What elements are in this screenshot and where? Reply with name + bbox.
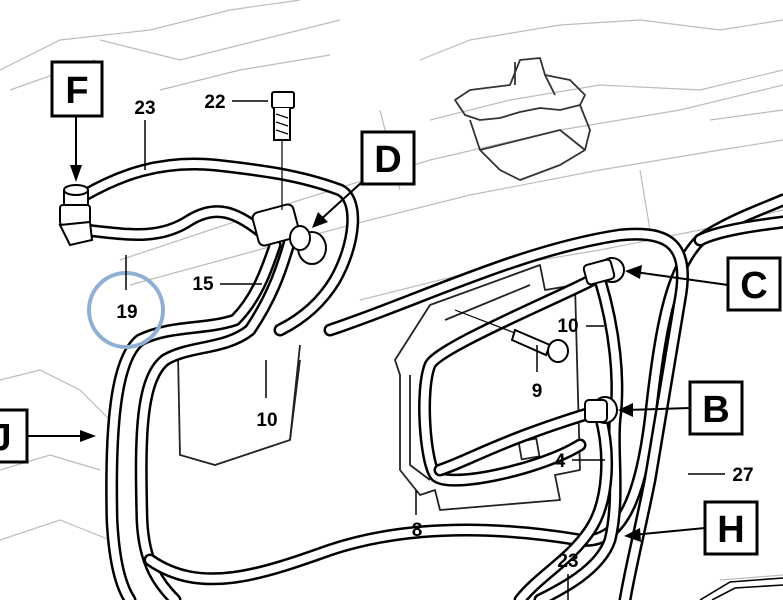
bolt-22 (271, 91, 295, 210)
callout-23-bottom-label: 23 (557, 551, 578, 572)
fitting-center-banjo (251, 203, 327, 265)
callout-27: 27 (688, 465, 754, 486)
ref-box-d: D (312, 130, 416, 228)
ref-box-b: B (618, 380, 744, 436)
callout-10-left-label: 10 (256, 410, 277, 431)
callout-15: 15 (192, 274, 262, 295)
ref-box-c: C (625, 256, 782, 312)
callout-23-top: 23 (134, 98, 156, 170)
callouts: 23 22 15 19 10 10 9 4 (87, 92, 754, 600)
engine-background-outline (0, 0, 783, 581)
fitting-b (584, 396, 618, 424)
ref-letter-j: J (0, 417, 12, 459)
callout-23-top-label: 23 (134, 98, 155, 119)
callout-19: 19 (87, 255, 165, 349)
callout-22: 22 (204, 92, 268, 113)
cover-plate (394, 264, 581, 511)
engine-block-lower-left (177, 339, 301, 466)
bolt-9 (454, 309, 569, 363)
callout-9: 9 (532, 345, 543, 402)
callout-10-left: 10 (256, 360, 278, 431)
callout-8: 8 (412, 490, 423, 541)
fitting-c (582, 257, 625, 286)
callout-15-label: 15 (192, 274, 214, 295)
pipes (78, 157, 783, 600)
ref-letter-f: F (65, 70, 88, 112)
callout-4: 4 (555, 451, 605, 472)
callout-9-label: 9 (532, 381, 543, 402)
callout-10-right-label: 10 (557, 316, 578, 337)
callout-19-label: 19 (116, 302, 137, 323)
ref-letter-b: B (702, 389, 729, 431)
ref-letter-d: D (374, 139, 401, 181)
callout-10-right: 10 (557, 316, 604, 337)
callout-8-label: 8 (412, 520, 423, 541)
ref-letter-c: C (740, 265, 767, 307)
ref-box-j: J (0, 408, 96, 464)
callout-27-label: 27 (732, 465, 753, 486)
callout-22-label: 22 (204, 92, 225, 113)
fitting-left-connector (58, 184, 94, 247)
ref-box-h: H (624, 500, 759, 556)
ref-letter-h: H (717, 509, 744, 551)
callout-4-label: 4 (555, 451, 566, 472)
mounting-bracket-block (454, 57, 591, 181)
ref-box-f: F (50, 60, 104, 182)
callout-23-bottom: 23 (557, 551, 579, 600)
bottom-right-tray (699, 577, 783, 600)
